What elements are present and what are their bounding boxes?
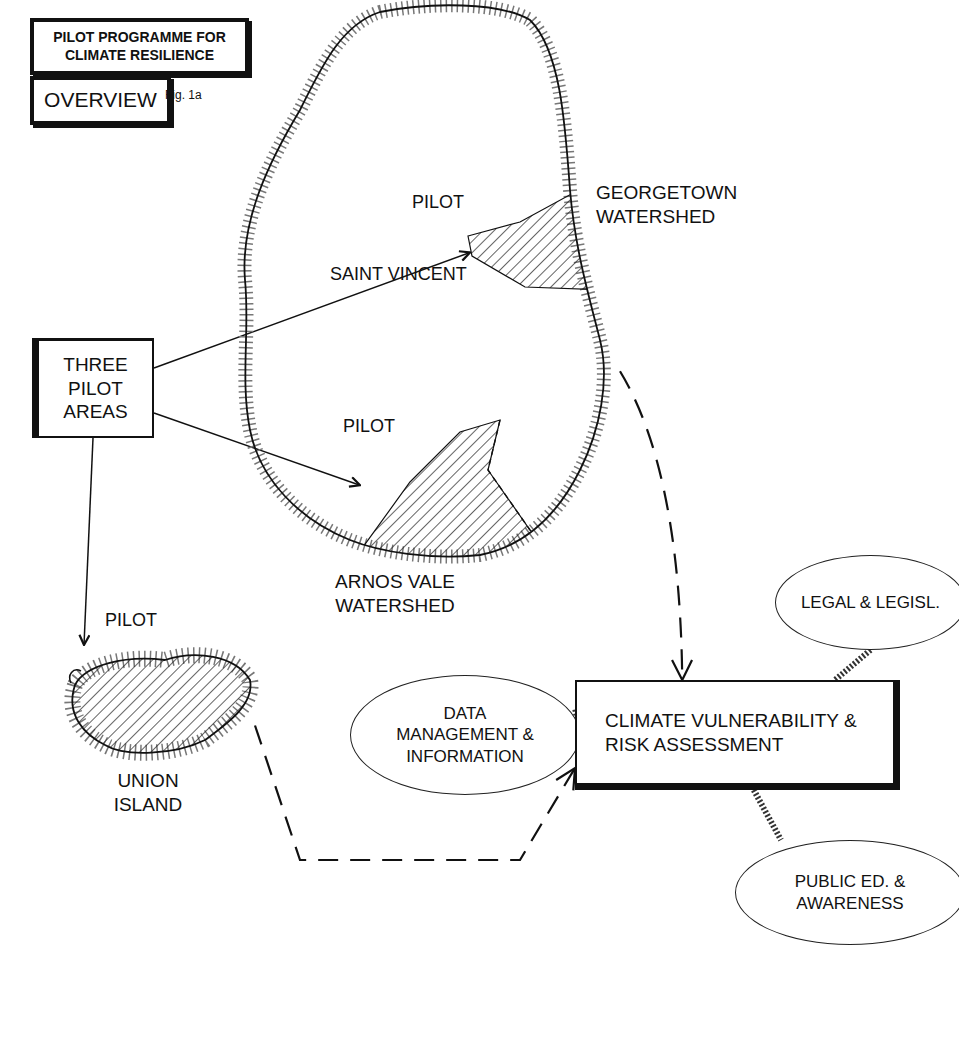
connector: [835, 650, 871, 680]
process-box: THREE PILOT AREAS: [32, 338, 154, 438]
topic-circle: DATA MANAGEMENT & INFORMATION: [350, 675, 580, 795]
node-text: ARNOS VALE WATERSHED: [285, 570, 505, 618]
node-content: LEGAL & LEGISL.: [801, 592, 940, 613]
figure-number: Fig. 1a: [165, 88, 202, 102]
node-content: DATA MANAGEMENT & INFORMATION: [390, 703, 540, 767]
stipple: [72, 655, 250, 753]
node-text: LEGAL & LEGISL.: [801, 592, 940, 613]
topic-circle: LEGAL & LEGISL.: [775, 555, 959, 650]
node-text: DATA MANAGEMENT & INFORMATION: [390, 703, 540, 767]
node-text: CLIMATE VULNERABILITY & RISK ASSESSMENT: [605, 709, 860, 757]
watershed-region: GEORGETOWN WATERSHED: [470, 215, 590, 290]
connector: [84, 438, 93, 645]
connector: [754, 790, 781, 840]
node-text: PUBLIC ED. & AWARENESS: [775, 871, 925, 914]
title-box: PILOT PROGRAMME FOR CLIMATE RESILIENCE: [30, 18, 249, 75]
connector: [620, 371, 682, 680]
node-text: GEORGETOWN WATERSHED: [596, 181, 786, 229]
island-shape: [72, 655, 250, 753]
node-text: SAINT VINCENT: [330, 263, 530, 286]
topic-circle: PUBLIC ED. & AWARENESS: [735, 840, 959, 945]
pilot-label: PILOT: [343, 416, 395, 438]
node-text: UNION ISLAND: [83, 769, 213, 817]
node-content: PUBLIC ED. & AWARENESS: [775, 871, 925, 914]
process-box: CLIMATE VULNERABILITY & RISK ASSESSMENT: [575, 680, 900, 790]
watershed-hatch: [350, 420, 570, 565]
watershed-hatch: [468, 192, 610, 290]
island-region: SAINT VINCENTGEORGETOWN WATERSHEDARNOS V…: [238, 5, 620, 560]
island-outline: [65, 645, 255, 760]
island-shape: [70, 670, 81, 683]
watershed-region: ARNOS VALE WATERSHED: [360, 420, 550, 565]
connector: [154, 413, 360, 485]
pilot-label: PILOT: [412, 192, 464, 214]
node-text: THREE PILOT AREAS: [47, 353, 144, 424]
node-content: CLIMATE VULNERABILITY & RISK ASSESSMENT: [605, 709, 860, 757]
node-text: PILOT PROGRAMME FOR CLIMATE RESILIENCE: [42, 29, 237, 64]
node-content: THREE PILOT AREAS: [47, 353, 144, 424]
pilot-label: PILOT: [105, 610, 157, 632]
node-content: OVERVIEW: [44, 87, 157, 113]
node-text: OVERVIEW: [44, 87, 157, 113]
watershed-boundary: [488, 420, 530, 530]
island-region: UNION ISLAND: [65, 645, 255, 760]
node-content: PILOT PROGRAMME FOR CLIMATE RESILIENCE: [42, 29, 237, 64]
heading-box: OVERVIEW: [30, 76, 171, 125]
